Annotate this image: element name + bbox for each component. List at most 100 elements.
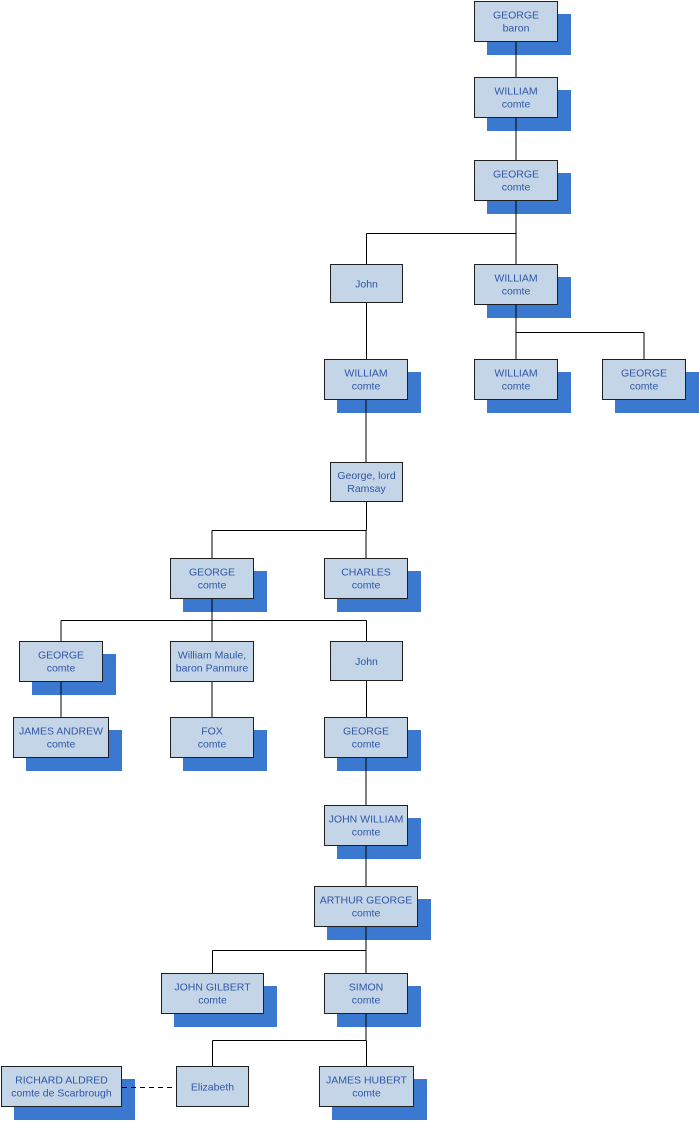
node-title: comte [47, 739, 76, 751]
node-name: WILLIAM [494, 368, 537, 380]
connectors-layer [60, 42, 645, 1088]
node-title: comte [198, 580, 227, 592]
node-name: John [355, 656, 378, 668]
node-title: comte [502, 182, 531, 194]
node-box [474, 160, 558, 201]
node-box [314, 886, 418, 927]
node-box [330, 462, 403, 502]
node-name: John [355, 279, 378, 291]
node-title: comte [198, 995, 227, 1007]
node-title: comte [352, 381, 381, 393]
node-title: comte [198, 739, 227, 751]
node-name: GEORGE [493, 169, 539, 181]
node-box [13, 717, 109, 758]
node-box [324, 558, 408, 599]
node-title: comte [352, 580, 381, 592]
node-title: baron Panmure [176, 663, 249, 675]
node-box [170, 558, 254, 599]
node-name: GEORGE [343, 726, 389, 738]
node-title: comte [352, 1088, 381, 1100]
node-title: comte [630, 381, 659, 393]
node-name: JOHN WILLIAM [329, 814, 404, 826]
node-name: SIMON [349, 982, 383, 994]
node-title: comte [352, 995, 381, 1007]
node-title: comte [352, 739, 381, 751]
person-node-elizabeth: Elizabeth [176, 1066, 249, 1107]
node-title: comte [502, 99, 531, 111]
node-name: FOX [201, 726, 223, 738]
node-box [161, 973, 264, 1014]
node-box [330, 264, 403, 303]
node-name: WILLIAM [344, 368, 387, 380]
node-name: JAMES ANDREW [19, 726, 103, 738]
node-title: Ramsay [347, 483, 386, 495]
node-box [330, 641, 403, 681]
node-box [324, 973, 408, 1014]
connector-george-comte-3 [60, 599, 367, 641]
node-name: GEORGE [38, 650, 84, 662]
node-name: Elizabeth [191, 1082, 234, 1094]
person-node-john-1: John [330, 264, 403, 303]
node-box [474, 1, 558, 42]
connector-george-comte-1 [366, 201, 517, 264]
person-node-john-2: John [330, 641, 403, 681]
node-title: baron [503, 23, 530, 35]
node-name: GEORGE [493, 10, 539, 22]
node-title: comte [352, 908, 381, 920]
node-box [474, 77, 558, 118]
node-box [170, 717, 254, 758]
node-name: GEORGE [621, 368, 667, 380]
connector-simon-comte [212, 1014, 367, 1066]
node-name: George, lord [337, 470, 396, 482]
node-name: GEORGE [189, 567, 235, 579]
node-title: comte [502, 381, 531, 393]
node-box [602, 359, 686, 400]
node-name: JOHN GILBERT [174, 982, 251, 994]
node-name: JAMES HUBERT [326, 1075, 407, 1087]
node-box [324, 805, 408, 846]
node-name: RICHARD ALDRED [15, 1075, 108, 1087]
node-name: CHARLES [341, 567, 391, 579]
node-box [1, 1066, 122, 1107]
node-title: comte [352, 827, 381, 839]
node-box [319, 1066, 414, 1107]
person-node-william-maule: William Maule,baron Panmure [170, 641, 254, 682]
node-title: comte [47, 663, 76, 675]
node-box [176, 1066, 249, 1107]
node-box [170, 641, 254, 682]
node-title: comte [502, 286, 531, 298]
node-box [324, 359, 408, 400]
node-box [19, 641, 103, 682]
node-box [474, 359, 558, 400]
node-box [474, 264, 558, 305]
node-name: WILLIAM [494, 86, 537, 98]
connector-william-comte-2 [515, 305, 645, 359]
node-name: William Maule, [178, 650, 246, 662]
connector-arthur-george [212, 927, 367, 973]
node-name: ARTHUR GEORGE [320, 895, 413, 907]
node-box [324, 717, 408, 758]
node-name: WILLIAM [494, 273, 537, 285]
